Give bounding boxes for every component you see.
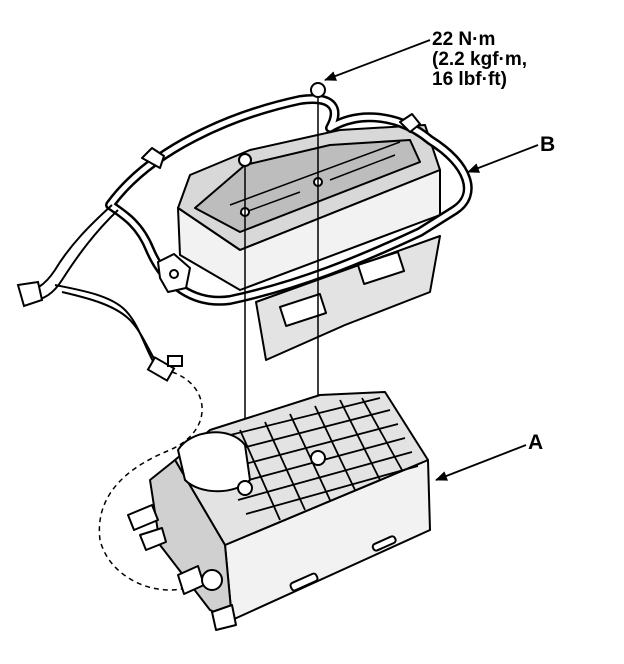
hose-route-dashed [98,371,203,591]
canister-ribs [209,397,419,521]
label-b: B [540,133,556,156]
torque-line-3: 16 lbf·ft) [432,69,507,90]
leader-lines [324,39,539,481]
label-a-leader [435,444,527,481]
torque-leader [324,39,431,81]
bracket-slot-left [278,293,328,327]
label-b-leader [467,144,539,173]
bracket-b [105,82,473,361]
nut-right [310,450,326,466]
harness-connector [146,356,176,382]
canister-slot-1 [289,572,319,592]
canister-port-2 [139,527,167,551]
canister-port-5 [211,604,237,631]
torque-line-1: 22 N·m [432,29,496,50]
stud-left [238,153,252,167]
stud-right [310,82,326,98]
bracket-slot-right [356,251,406,285]
label-a: A [528,431,544,454]
canister-dome [177,431,251,493]
canister-a [127,391,431,631]
harness-clip [167,355,183,367]
wire-harness [16,204,183,382]
bracket-tab-right [399,113,421,133]
bracket-hole [169,269,179,279]
torque-spec: 22 N·m (2.2 kgf·m, 16 lbf·ft) [432,30,527,90]
canister-slot-2 [371,535,397,552]
bracket-tray-rib [229,141,401,215]
canister-port-4 [201,569,223,591]
canister-port-1 [127,504,159,531]
bracket-tab-left [141,147,165,169]
torque-line-2: (2.2 kgf·m, [432,49,528,70]
nut-left [237,480,253,496]
harness-end [16,280,44,308]
